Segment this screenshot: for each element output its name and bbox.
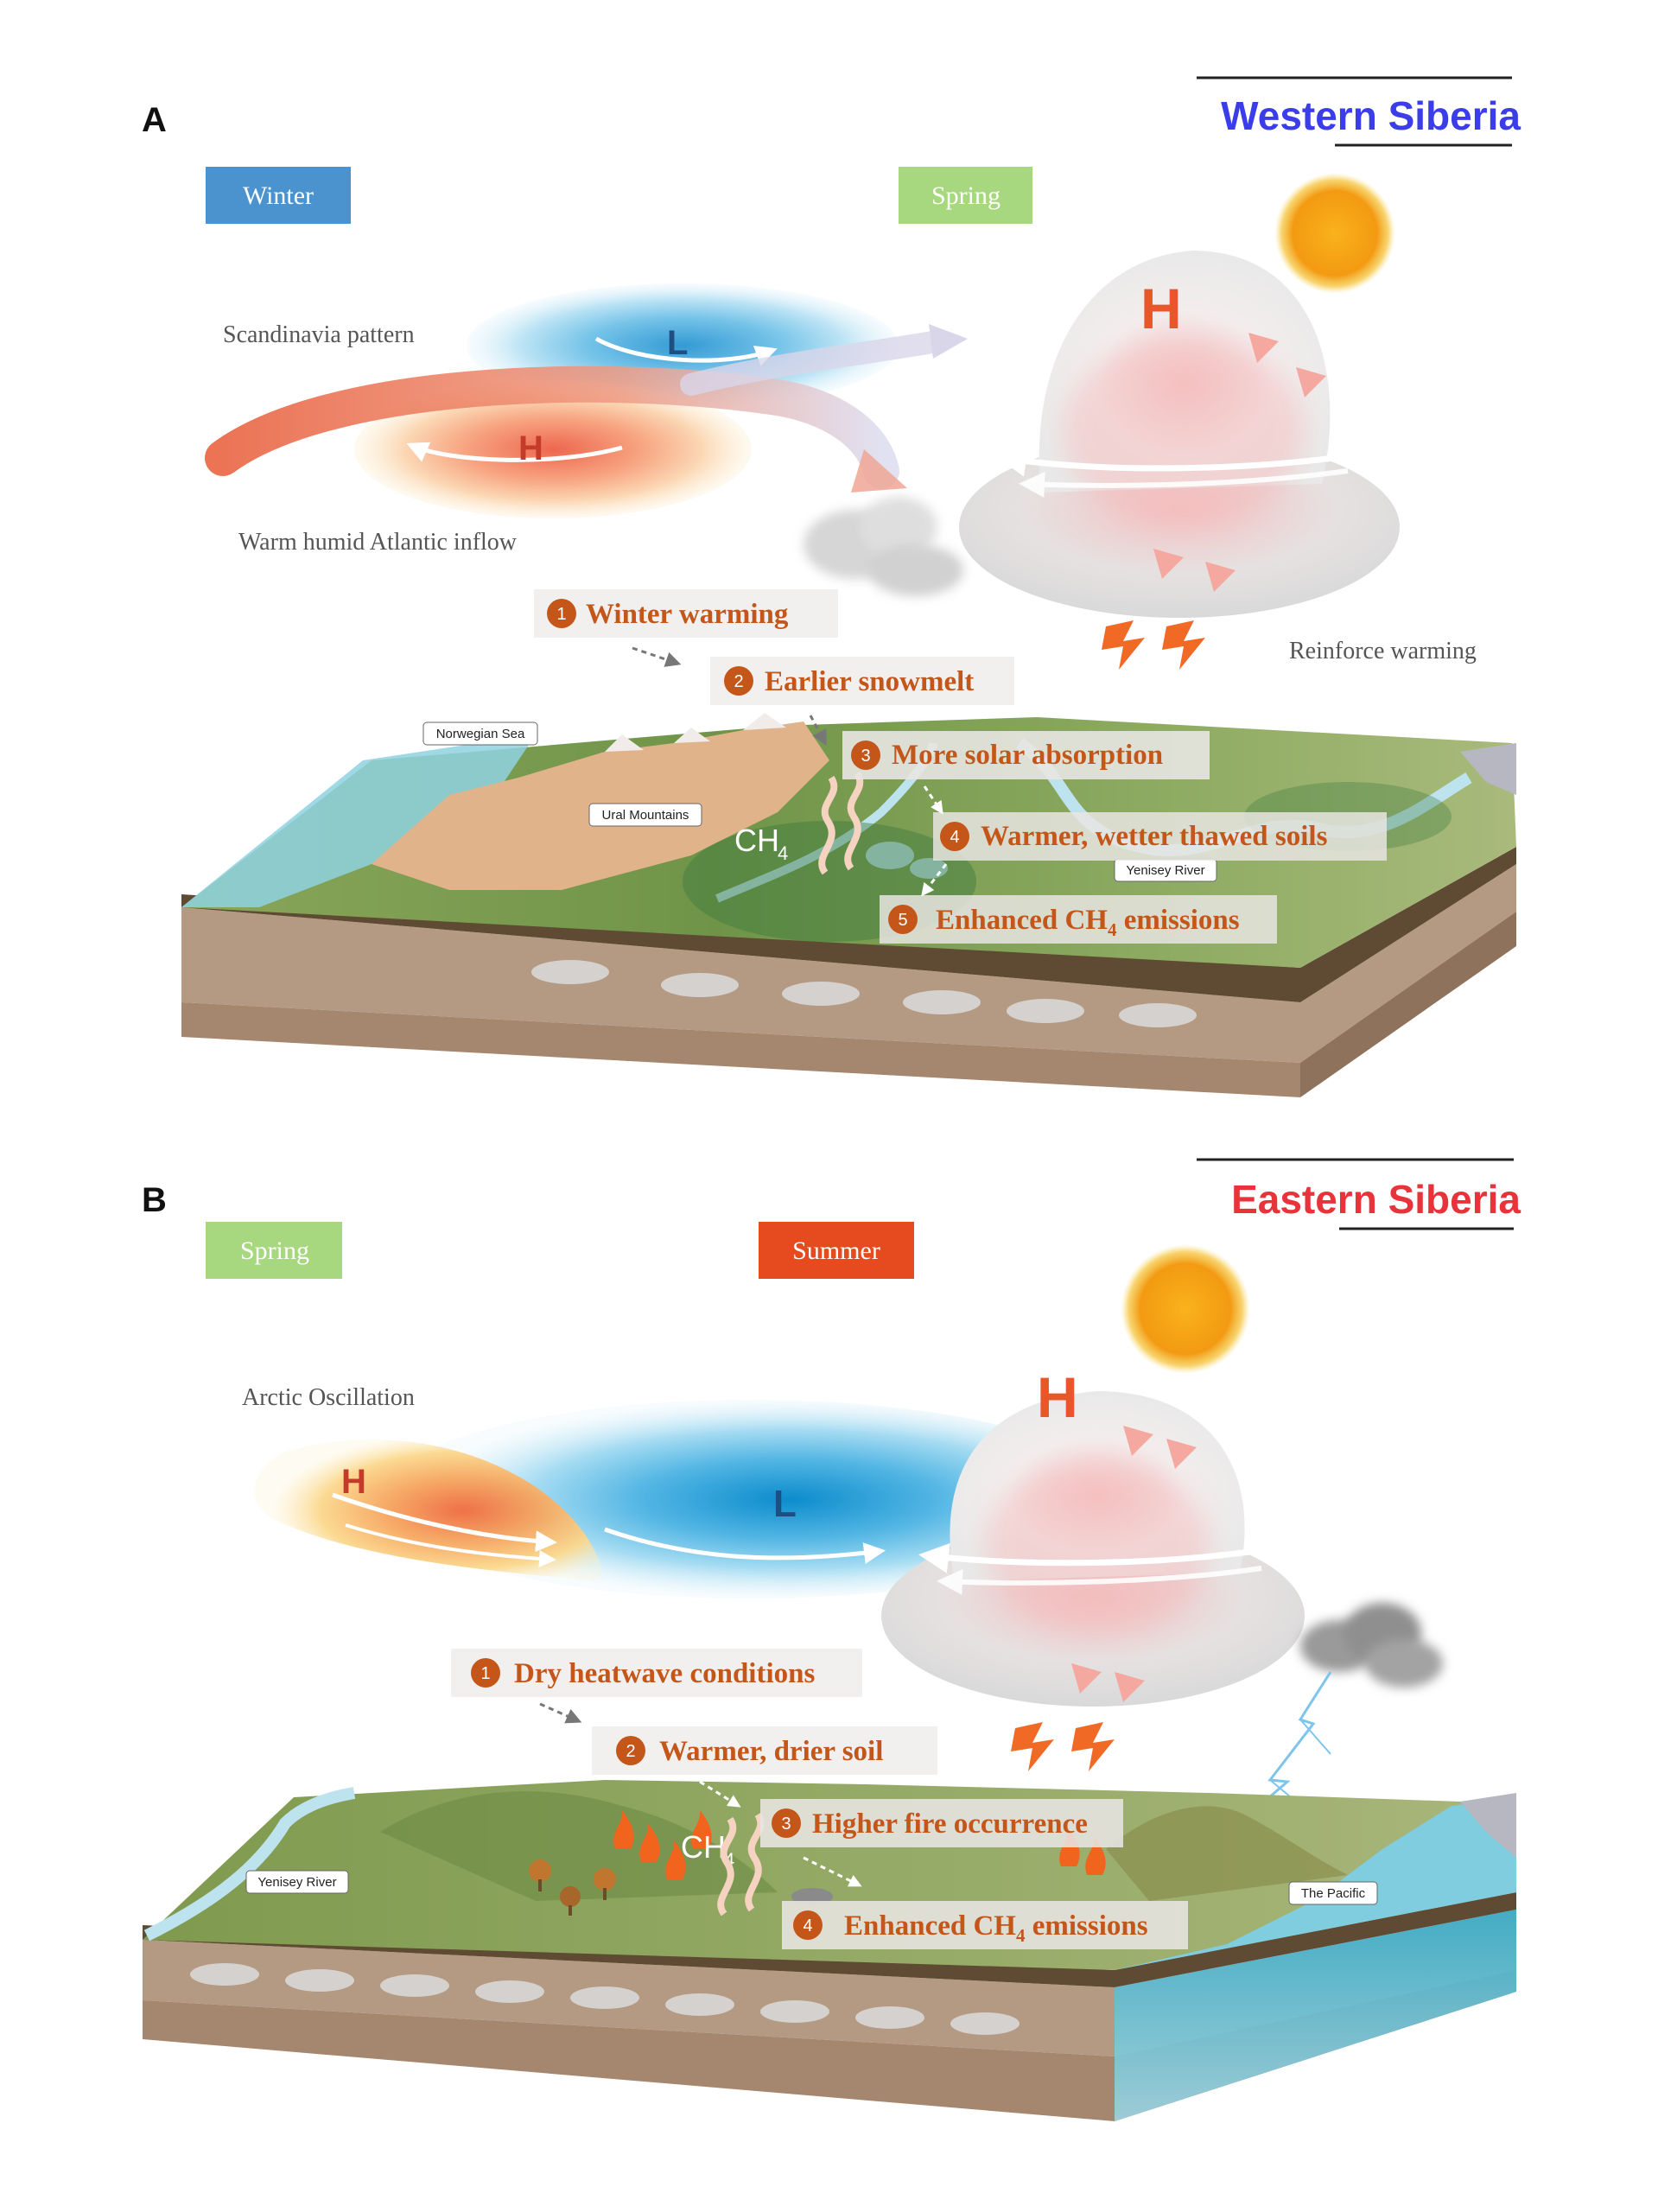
svg-text:2: 2 [626, 1742, 635, 1761]
sun-icon [1121, 1244, 1250, 1374]
storm-cloud-icon [1300, 1603, 1443, 1688]
fire-icons [613, 1810, 1106, 1879]
svg-text:Enhanced CH4 emissions: Enhanced CH4 emissions [936, 905, 1240, 940]
season-badge-spring [206, 1222, 342, 1279]
panel-b-letter: B [142, 1181, 167, 1219]
season-label-winter: Winter [243, 181, 314, 210]
subsidence-arrow [1115, 1672, 1145, 1702]
inflow-branch-head [929, 324, 968, 359]
geo-label-norwegian-sea: Norwegian Sea [422, 721, 538, 746]
svg-text:2: 2 [734, 672, 743, 691]
geo-label-the-pacific: The Pacific [1288, 1881, 1378, 1905]
season-badge-summer [759, 1222, 914, 1279]
high-pressure-system: H [254, 1440, 602, 1581]
heat-dome: H [881, 1365, 1305, 1707]
panel-b: B Eastern Siberia Spring Summer Arctic O… [142, 1158, 1521, 2121]
geo-label-ural-mountains: Ural Mountains [588, 803, 702, 827]
step-2-warmer-drier-soil: 2 Warmer, drier soil [592, 1726, 937, 1775]
step-2-earlier-snowmelt: 2 Earlier snowmelt [710, 657, 1014, 705]
svg-text:Enhanced CH4 emissions: Enhanced CH4 emissions [844, 1910, 1148, 1946]
subsidence-arrow [1296, 367, 1326, 397]
high-letter-right: H [1037, 1365, 1078, 1429]
season-badge-spring [899, 167, 1032, 224]
svg-text:Earlier snowmelt: Earlier snowmelt [765, 666, 974, 697]
subsidence-arrow [1123, 1426, 1153, 1456]
geo-label-yenisey-river: Yenisey River [1114, 858, 1217, 882]
region-title-western-siberia: Western Siberia [1221, 93, 1521, 138]
svg-text:4: 4 [803, 1916, 812, 1936]
heat-dome: H [959, 251, 1400, 618]
svg-text:4: 4 [778, 842, 788, 864]
step-1-dry-heatwave-conditions: 1 Dry heatwave conditions [451, 1649, 862, 1697]
connector-arrow [803, 1856, 862, 1887]
warming-arrow-icon [1071, 1722, 1115, 1771]
subsidence-arrow [1248, 333, 1279, 363]
svg-text:Yenisey River: Yenisey River [257, 1875, 336, 1890]
ch4-emission-icon: CH 4 [681, 1812, 765, 1916]
step-4-enhanced-ch4-emissions: 4 Enhanced CH4 emissions [782, 1901, 1188, 1949]
panel-a: A Western Siberia Winter Spring L H [142, 76, 1521, 1097]
season-badge-winter [206, 167, 351, 224]
geo-label-yenisey-river: Yenisey River [245, 1870, 349, 1894]
warming-arrow-icon [1102, 620, 1145, 670]
arctic-oscillation-label: Arctic Oscillation [242, 1384, 415, 1411]
warming-arrow-icon [1011, 1722, 1054, 1771]
svg-text:1: 1 [480, 1664, 490, 1683]
connector-arrow [632, 646, 682, 667]
svg-text:5: 5 [898, 911, 907, 930]
inflow-branch-arrow [680, 330, 949, 396]
connector-arrow [921, 863, 948, 897]
svg-text:CH: CH [681, 1829, 726, 1865]
connector-arrow [699, 1780, 741, 1808]
subsidence-arrow [1166, 1439, 1197, 1469]
step-3-higher-fire-occurrence: 3 Higher fire occurrence [760, 1799, 1123, 1847]
svg-text:Warmer, drier soil: Warmer, drier soil [659, 1736, 883, 1767]
atlantic-inflow-arrow [205, 365, 899, 489]
high-letter-right: H [1140, 276, 1182, 340]
svg-text:3: 3 [861, 747, 870, 766]
season-label-summer: Summer [792, 1236, 880, 1265]
panel-a-letter: A [142, 101, 167, 139]
high-letter: H [518, 429, 543, 467]
svg-text:Yenisey River: Yenisey River [1126, 863, 1204, 878]
reinforce-warming-label: Reinforce warming [1289, 638, 1477, 664]
cloud-icon [804, 497, 963, 596]
subsidence-arrow [1153, 549, 1184, 579]
season-label-spring: Spring [240, 1236, 309, 1265]
svg-text:Norwegian Sea: Norwegian Sea [436, 727, 525, 741]
high-pressure-system: H [354, 380, 752, 518]
scandinavia-pattern-label: Scandinavia pattern [223, 321, 415, 348]
step-1-winter-warming: 1 Winter warming [534, 589, 838, 638]
svg-text:More solar absorption: More solar absorption [892, 740, 1163, 771]
svg-text:Dry heatwave conditions: Dry heatwave conditions [514, 1658, 815, 1689]
inflow-arrow-head [851, 449, 907, 493]
step-5-enhanced-ch4-emissions: 5 Enhanced CH4 emissions [880, 895, 1277, 944]
atlantic-inflow-label: Warm humid Atlantic inflow [238, 529, 518, 556]
low-letter: L [773, 1483, 797, 1525]
low-letter: L [667, 324, 688, 362]
subsidence-arrow [1205, 562, 1236, 592]
season-label-spring: Spring [931, 181, 1001, 210]
subsidence-arrow [1071, 1663, 1102, 1694]
svg-text:The Pacific: The Pacific [1301, 1886, 1366, 1901]
ch4-emission-icon: CH 4 [734, 771, 864, 875]
sun-icon [1274, 173, 1395, 294]
svg-text:4: 4 [950, 828, 959, 847]
svg-text:Winter warming: Winter warming [586, 599, 789, 630]
region-title-eastern-siberia: Eastern Siberia [1231, 1177, 1521, 1222]
step-3-more-solar-absorption: 3 More solar absorption [842, 731, 1210, 779]
svg-text:3: 3 [781, 1815, 791, 1834]
warming-arrow-icon [1162, 620, 1205, 670]
svg-text:1: 1 [556, 605, 566, 624]
svg-text:Warmer, wetter thawed soils: Warmer, wetter thawed soils [981, 821, 1328, 852]
step-4-warmer-wetter-soils: 4 Warmer, wetter thawed soils [933, 812, 1387, 861]
svg-text:Ural Mountains: Ural Mountains [602, 808, 689, 823]
svg-text:Higher fire occurrence: Higher fire occurrence [812, 1808, 1088, 1840]
high-letter: H [341, 1463, 366, 1501]
connector-arrow [539, 1702, 582, 1724]
svg-text:CH: CH [734, 823, 779, 858]
